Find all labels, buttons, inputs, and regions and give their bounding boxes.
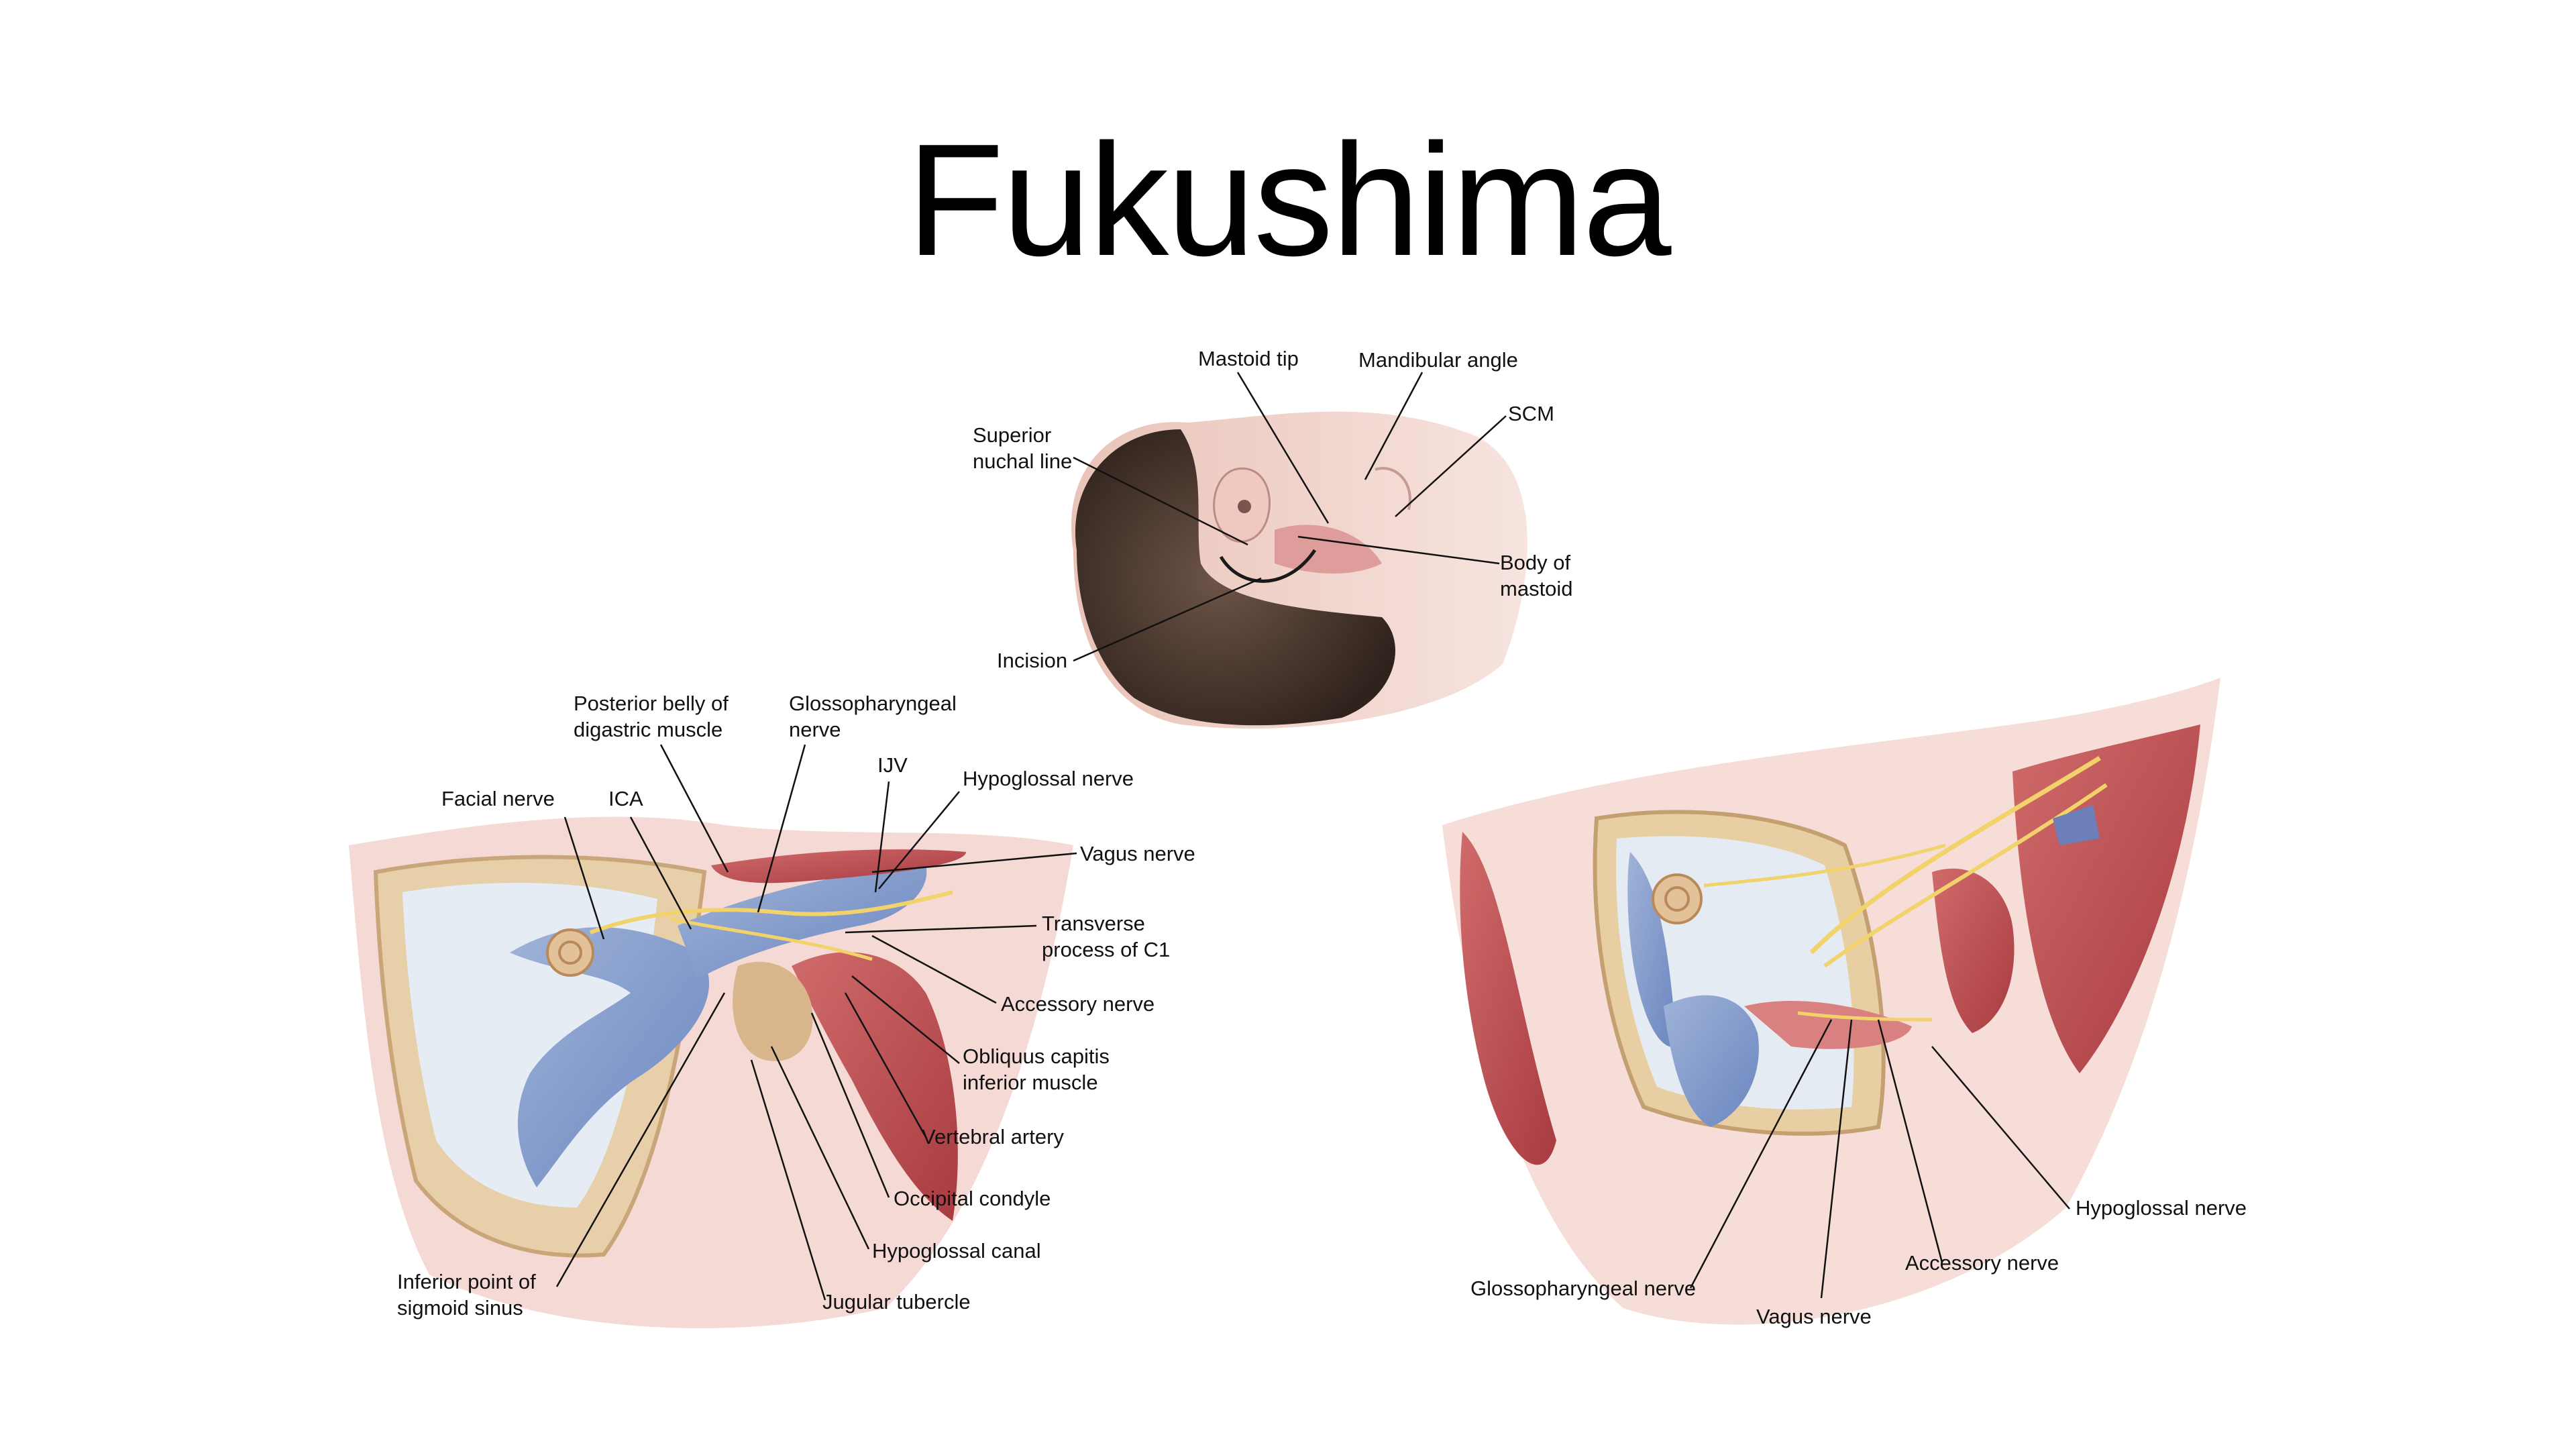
label-glossopharyngeal-nerve-left: Glossopharyngeal nerve [789, 692, 957, 741]
label-ijv: IJV [877, 753, 908, 777]
label-accessory-nerve-left: Accessory nerve [1001, 992, 1155, 1016]
label-occipital-condyle: Occipital condyle [894, 1187, 1051, 1210]
head-illustration [1071, 411, 1527, 729]
label-mastoid-tip: Mastoid tip [1198, 347, 1299, 370]
label-transverse-process-c1: Transverse process of C1 [1042, 912, 1171, 961]
label-inferior-point-sigmoid-sinus: Inferior point of sigmoid sinus [397, 1270, 536, 1320]
label-posterior-belly-digastric: Posterior belly of digastric muscle [574, 692, 729, 741]
label-superior-nuchal-line: Superior nuchal line [973, 423, 1073, 473]
right-dissection [1442, 678, 2220, 1325]
label-accessory-nerve-right: Accessory nerve [1905, 1251, 2059, 1275]
page-title: Fukushima [906, 111, 1672, 289]
label-mandibular-angle: Mandibular angle [1358, 348, 1518, 372]
left-dissection [349, 816, 1073, 1328]
label-incision: Incision [997, 649, 1068, 672]
label-vagus-nerve-right: Vagus nerve [1756, 1305, 1872, 1328]
label-obliquus-capitis: Obliquus capitis inferior muscle [963, 1044, 1110, 1094]
label-hypoglossal-canal: Hypoglossal canal [872, 1239, 1041, 1263]
label-hypoglossal-nerve-left: Hypoglossal nerve [963, 767, 1134, 790]
leader-lines [555, 372, 2070, 1301]
label-glossopharyngeal-nerve-right: Glossopharyngeal nerve [1470, 1277, 1697, 1300]
label-jugular-tubercle: Jugular tubercle [822, 1290, 971, 1313]
label-body-of-mastoid: Body of mastoid [1500, 551, 1573, 600]
label-vertebral-artery: Vertebral artery [922, 1125, 1064, 1148]
label-ica: ICA [608, 787, 643, 810]
label-hypoglossal-nerve-right: Hypoglossal nerve [2076, 1196, 2247, 1220]
label-vagus-nerve-left: Vagus nerve [1080, 842, 1195, 865]
label-facial-nerve: Facial nerve [441, 787, 555, 810]
label-scm: SCM [1508, 402, 1554, 425]
